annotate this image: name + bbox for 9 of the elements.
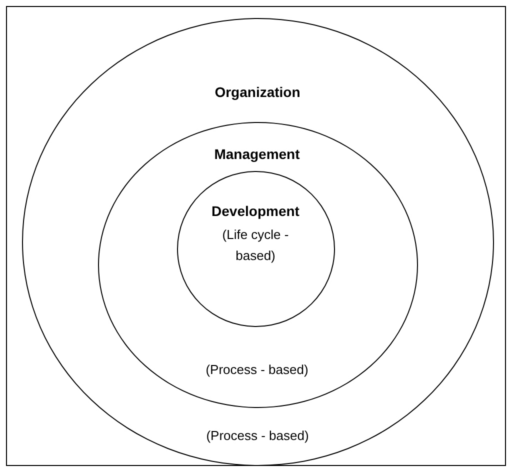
circle-heading: Management bbox=[213, 144, 301, 164]
circle-note: (Process - based) bbox=[204, 360, 310, 379]
circle-heading: Development bbox=[210, 202, 300, 221]
circle-heading: Organization bbox=[214, 83, 302, 102]
circle-region bbox=[177, 171, 335, 327]
circle-note: (Process - based) bbox=[205, 427, 310, 445]
circle-region bbox=[22, 18, 494, 466]
circle-note: (Life cycle - based) bbox=[221, 226, 290, 265]
circle-region bbox=[98, 122, 418, 408]
